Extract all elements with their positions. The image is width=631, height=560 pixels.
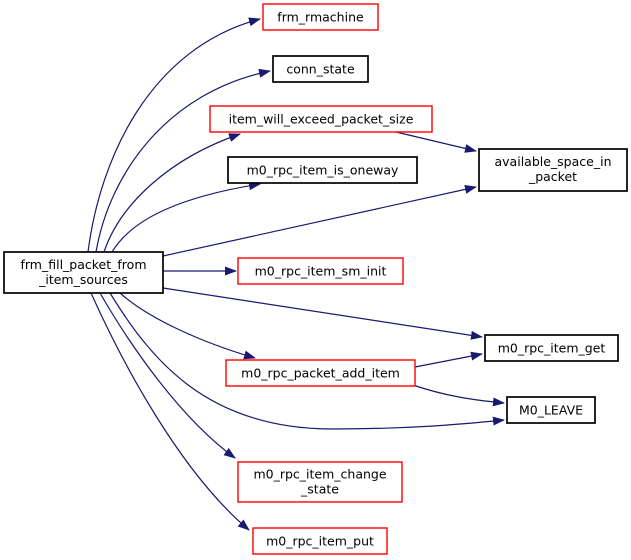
edge-source-to-m0-rpc-item-is-oneway (111, 181, 261, 253)
node-label: _item_sources (38, 272, 128, 287)
call-graph-edges (87, 17, 505, 531)
node-frm-fill-packet-from-item-sources: frm_fill_packet_from _item_sources (3, 251, 164, 294)
node-label: m0_rpc_item_is_oneway (247, 163, 399, 178)
node-label: m0_rpc_item_get (498, 341, 606, 356)
edge-source-to-frm-rmachine (87, 17, 261, 253)
node-label: _state (300, 482, 339, 497)
node-label: m0_rpc_packet_add_item (241, 366, 400, 381)
node-box[interactable] (237, 461, 403, 503)
node-box[interactable] (209, 105, 433, 133)
node-label: available_space_in (495, 154, 612, 169)
node-m0-rpc-item-change-state[interactable]: m0_rpc_item_change _state (237, 461, 403, 503)
node-m0-leave[interactable]: M0_LEAVE (506, 396, 596, 424)
node-box[interactable] (272, 55, 369, 83)
node-box[interactable] (262, 3, 379, 31)
edge-add-item-to-m0-leave (412, 384, 505, 407)
node-box[interactable] (506, 396, 596, 424)
node-m0-rpc-item-get[interactable]: m0_rpc_item_get (484, 334, 619, 362)
edge-source-to-m0-leave (109, 292, 505, 430)
edge-source-to-item-will-exceed-packet-size (103, 133, 241, 253)
node-label: frm_fill_packet_from (20, 257, 146, 272)
node-label: _packet (528, 169, 577, 184)
edge-source-to-conn-state (95, 68, 271, 253)
edge-add-item-to-m0-rpc-item-get (414, 351, 483, 368)
node-m0-rpc-item-is-oneway[interactable]: m0_rpc_item_is_oneway (227, 156, 418, 184)
node-label: frm_rmachine (277, 10, 364, 25)
focus-node-box (3, 251, 164, 294)
node-box[interactable] (227, 156, 418, 184)
node-label: conn_state (286, 62, 355, 77)
node-m0-rpc-packet-add-item[interactable]: m0_rpc_packet_add_item (225, 359, 416, 387)
edge-source-to-m0-rpc-packet-add-item (119, 292, 256, 360)
edge-source-to-m0-rpc-item-put (90, 292, 250, 531)
node-label: item_will_exceed_packet_size (229, 112, 414, 127)
node-m0-rpc-item-put[interactable]: m0_rpc_item_put (252, 527, 388, 555)
node-box[interactable] (252, 527, 388, 555)
node-box[interactable] (225, 359, 416, 387)
node-label: m0_rpc_item_sm_init (255, 264, 387, 279)
node-box[interactable] (478, 148, 628, 192)
edge-source-to-available-space-in-packet (162, 184, 477, 257)
node-label: M0_LEAVE (519, 403, 583, 418)
edge-source-to-m0-rpc-item-change-state (99, 292, 236, 459)
node-label: m0_rpc_item_change (253, 467, 386, 482)
node-conn-state[interactable]: conn_state (272, 55, 369, 83)
node-frm-rmachine[interactable]: frm_rmachine (262, 3, 379, 31)
node-available-space-in-packet[interactable]: available_space_in _packet (478, 148, 628, 192)
node-box[interactable] (237, 257, 404, 285)
node-m0-rpc-item-sm-init[interactable]: m0_rpc_item_sm_init (237, 257, 404, 285)
edge-source-to-m0-rpc-item-get (162, 287, 483, 340)
edge-item-will-exceed-to-available-space (395, 131, 477, 153)
node-box[interactable] (484, 334, 619, 362)
node-label: m0_rpc_item_put (266, 534, 374, 549)
node-item-will-exceed-packet-size[interactable]: item_will_exceed_packet_size (209, 105, 433, 133)
